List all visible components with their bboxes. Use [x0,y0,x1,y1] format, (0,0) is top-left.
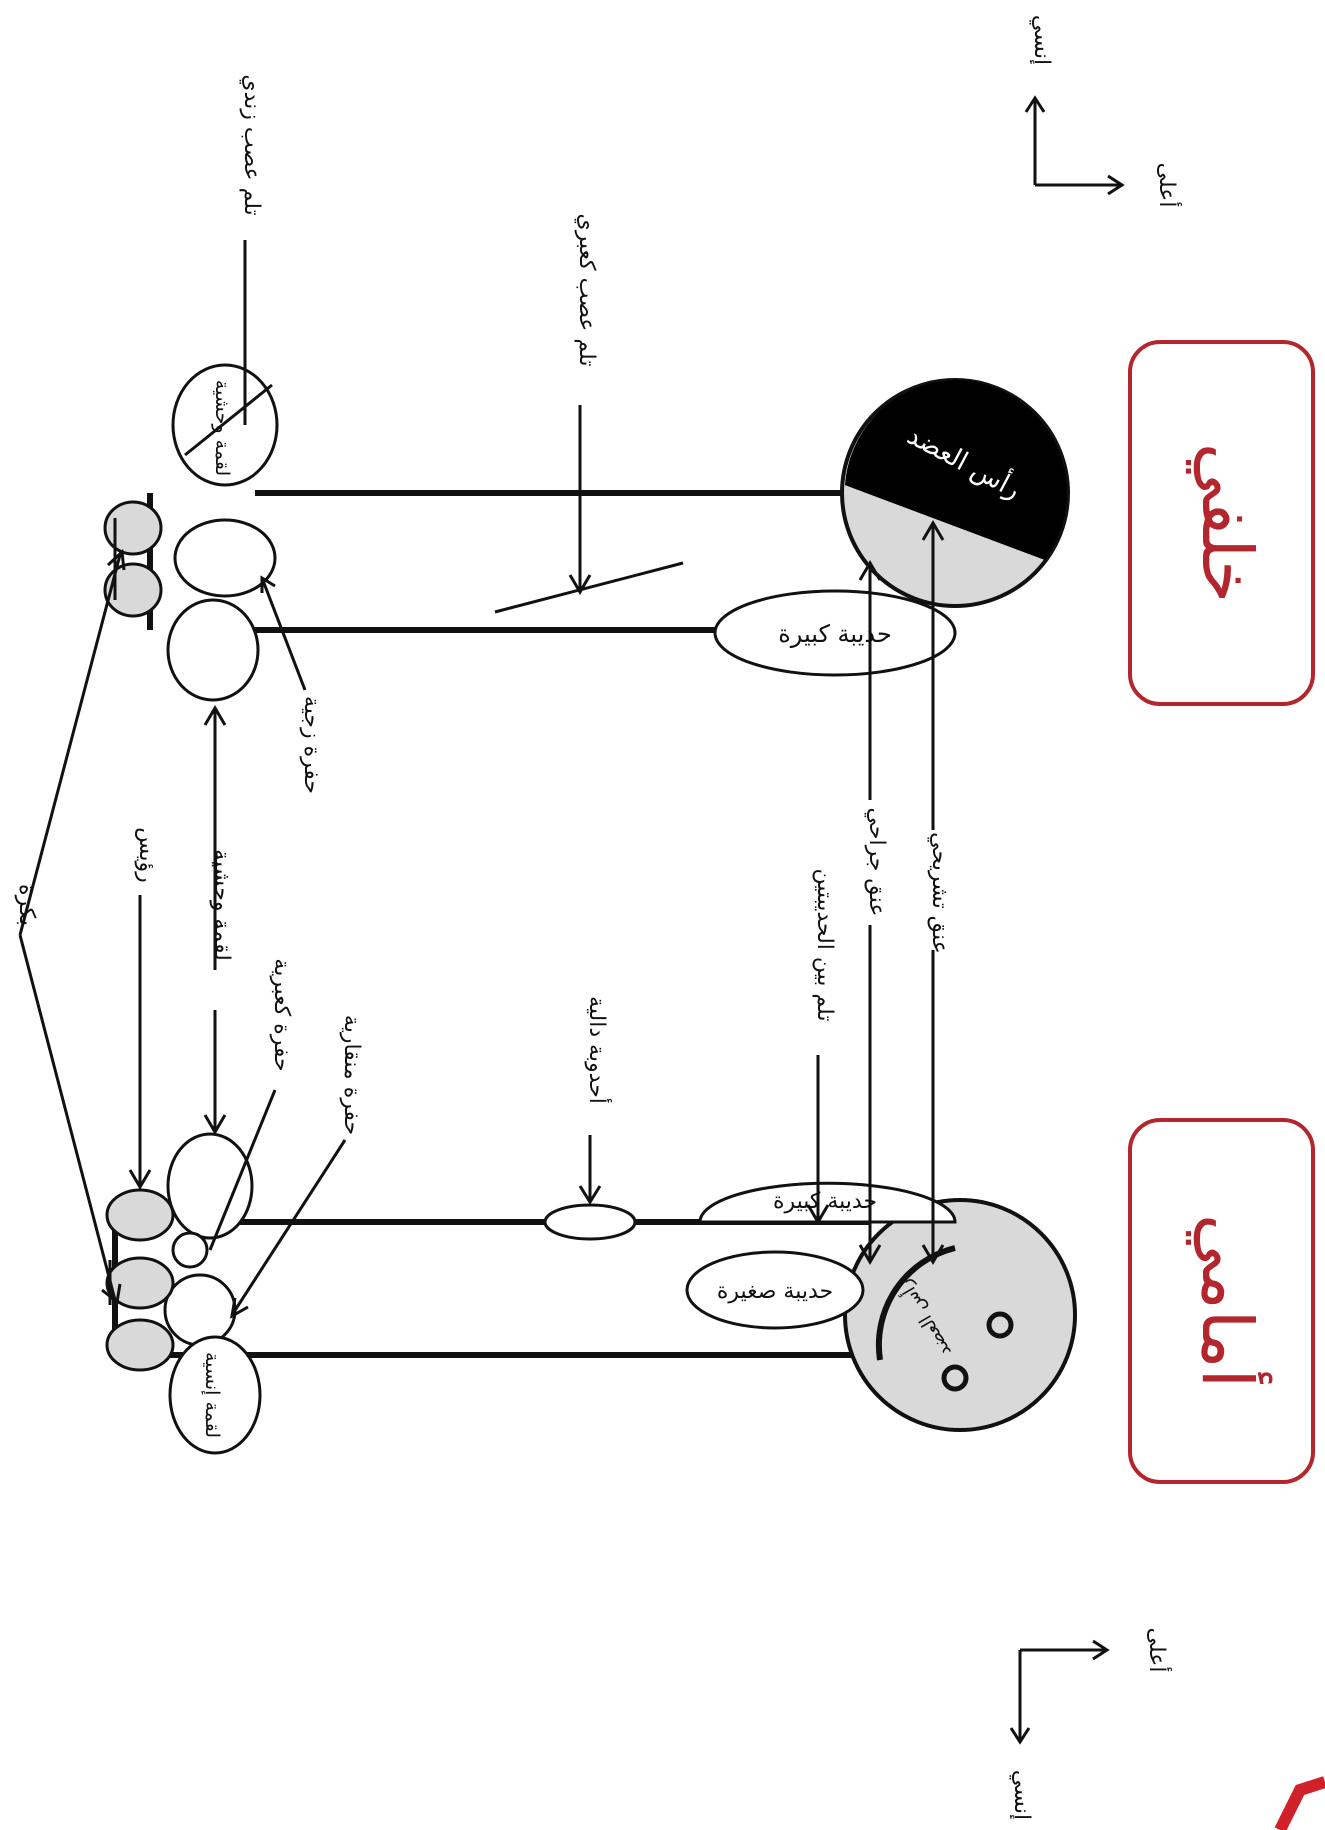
deltoid-tuberosity-label: أحدوبة دالية [584,996,612,1104]
posterior-view: رأس العضد حديبة كبيرة تلم عصب كعبري لقمة… [103,74,1070,794]
axis-lateral-label-bottom: إنسي [1009,1770,1034,1820]
axis-upper-label: أعلى [1154,163,1182,208]
greater-tubercle-anterior: حديبة كبيرة [698,1181,957,1224]
head-of-humerus-anterior: رأس العضد [843,1198,1077,1432]
medial-condyle-label: لقمة إنسية [200,1352,223,1438]
surgical-neck-label: عنق جراحي [864,808,889,917]
greater-tubercle-posterior: حديبة كبيرة [713,589,957,677]
orientation-axes-bottom: أعلى إنسي [1009,1628,1172,1821]
title-anterior: أمامي [1185,1214,1273,1388]
trochlea-crest-label: لقمة وحشية [209,849,234,961]
title-anterior-box: أمامي [1128,1118,1315,1484]
lesser-tubercle-label: حديبة صغيرة [717,1279,833,1304]
olecranon-fossa-label: حفرة زجية [299,696,324,794]
coronoid-fossa-label: حفرة منقارية [339,1015,364,1135]
medial-condyle-posterior [166,598,260,702]
lesser-tubercle-anterior: حديبة صغيرة [685,1250,865,1330]
corner-mark [1274,1776,1325,1830]
title-posterior-box: خلفي [1128,340,1315,706]
lateral-condyle-anterior [166,1132,254,1240]
orientation-axes-top: إنسي أعلى [1024,15,1182,208]
medial-condyle-anterior [168,1335,262,1455]
ulnar-groove-label: تلم عصب زندي [239,74,264,215]
deltoid-tuberosity [543,1203,637,1241]
axis-lateral-label: إنسي [1029,15,1054,65]
lateral-condyle-posterior [171,363,279,487]
intertubercular-groove-label: تلم بين الحديبتين [812,869,837,1022]
lateral-condyle-label-posterior: لقمة وحشية [211,380,233,476]
anatomical-neck-label: عنق تشريحي [927,832,952,954]
greater-tubercle-label: حديبة كبيرة [778,620,892,648]
trochlea-posterior [173,518,277,598]
anterior-view: رأس العضد حديبة كبيرة حديبة صغيرة أحدوبة… [14,520,1077,1455]
trochlea-anterior [163,1273,237,1347]
title-posterior: خلفي [1185,443,1268,603]
trochlea-label: بكرة [14,884,39,926]
capitulum-label: رؤيس [134,827,159,882]
axis-upper-label-bottom: أعلى [1144,1628,1172,1673]
head-of-humerus-posterior: رأس العضد [840,378,1070,608]
radial-fossa-label: حفرة كعبرية [269,958,294,1071]
radial-groove-label: تلم عصب كعبري [574,214,599,367]
